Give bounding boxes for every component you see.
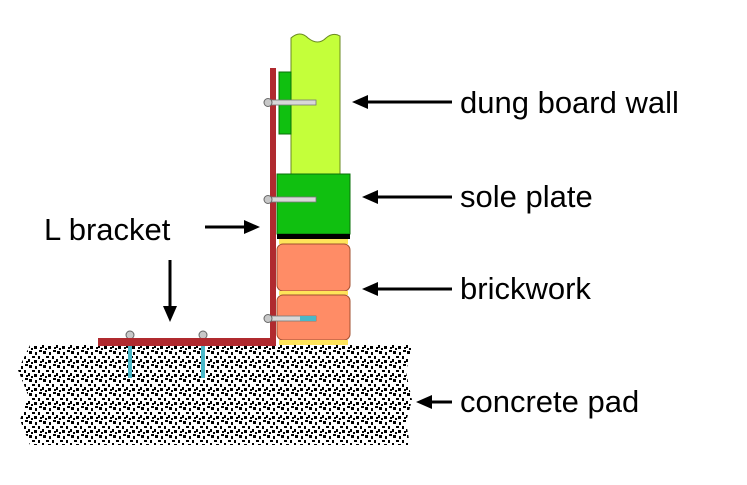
label-l-bracket: L bracket — [44, 212, 171, 247]
label-sole-plate: sole plate — [460, 179, 593, 214]
through-bolts — [263, 98, 317, 323]
concrete-pad — [18, 345, 412, 445]
brickwork — [276, 239, 351, 345]
anchor-bolts — [125, 330, 208, 378]
label-concrete-pad: concrete pad — [460, 384, 639, 419]
label-dung-board-wall: dung board wall — [460, 85, 679, 120]
arrows — [163, 95, 452, 409]
label-brickwork: brickwork — [460, 271, 591, 306]
dung-board — [278, 33, 341, 179]
l-bracket — [98, 68, 276, 346]
sole-plate — [276, 173, 351, 235]
